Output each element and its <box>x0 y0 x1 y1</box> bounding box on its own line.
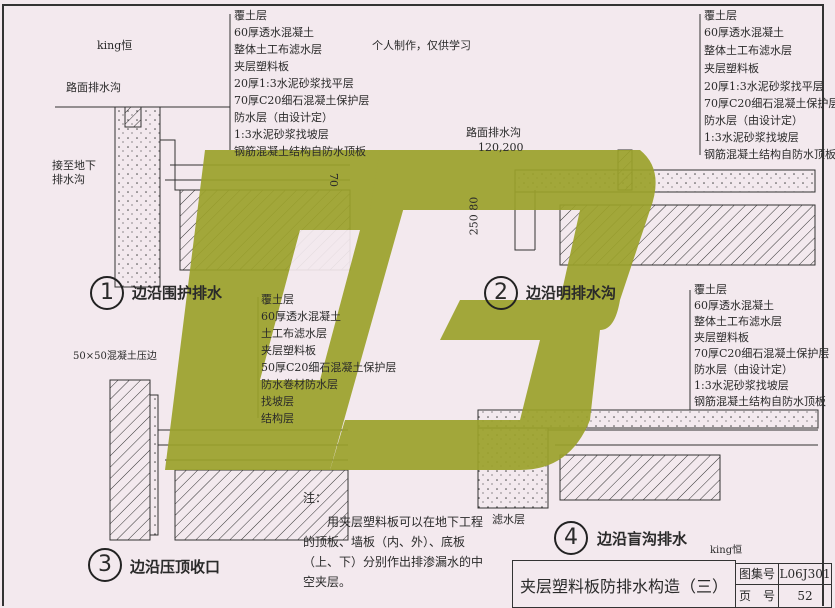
page-number-label: 页 号 <box>735 584 779 608</box>
layer-label: 20厚1:3水泥砂浆找平层 <box>234 77 354 90</box>
layer-label: 整体土工布滤水层 <box>234 43 322 56</box>
detail-number-2: 2 <box>484 276 518 310</box>
watermark-top-left: king恒 <box>97 39 133 52</box>
layer-label: 防水卷材防水层 <box>261 378 338 391</box>
layer-label: 钢筋混凝土结构自防水顶板 <box>234 145 366 158</box>
layer-label: 结构层 <box>261 412 294 425</box>
note-text: 用夹层塑料板可以在地下工程的顶板、墙板（内、外）、底板（上、下）分别作出排渗漏水… <box>303 515 484 589</box>
layer-label: 钢筋混凝土结构自防水顶板 <box>694 395 826 408</box>
layer-label: 覆土层 <box>261 293 294 306</box>
atlas-number-label: 图集号 <box>735 563 779 585</box>
side-label: 路面排水沟 <box>466 126 521 139</box>
detail1-title: 边沿围护排水 <box>132 284 223 302</box>
layer-label: 60厚透水混凝土 <box>261 310 341 323</box>
detail2-title: 边沿明排水沟 <box>526 284 617 302</box>
layer-label: 覆土层 <box>694 283 727 296</box>
layer-label: 整体土工布滤水层 <box>704 44 792 57</box>
layer-label: 覆土层 <box>234 9 267 22</box>
side-label: 50×50混凝土压边 <box>73 351 157 362</box>
detail4-title: 边沿盲沟排水 <box>597 530 688 548</box>
layer-label: 夹层塑料板 <box>261 344 316 357</box>
side-label: 排水沟 <box>52 173 85 186</box>
layer-label: 60厚透水混凝土 <box>234 26 314 39</box>
note-heading: 注： <box>303 491 328 505</box>
layer-label: 夹层塑料板 <box>704 62 759 75</box>
side-label: 接至地下 <box>52 159 96 172</box>
side-label: 路面排水沟 <box>66 81 121 94</box>
layer-label: 70厚C20细石混凝土保护层 <box>704 97 835 110</box>
layer-label: 夹层塑料板 <box>234 60 289 73</box>
layer-label: 70厚C20细石混凝土保护层 <box>234 94 370 107</box>
layer-label: 找坡层 <box>261 395 294 408</box>
layer-label: 钢筋混凝土结构自防水顶板 <box>704 148 835 161</box>
layer-label: 20厚1:3水泥砂浆找平层 <box>704 80 824 93</box>
detail3-title: 边沿压顶收口 <box>130 558 221 576</box>
layer-label: 夹层塑料板 <box>694 331 749 344</box>
drawing-frame <box>2 4 824 606</box>
layer-label: 1:3水泥砂浆找坡层 <box>234 128 329 141</box>
detail-number-4: 4 <box>554 521 588 555</box>
atlas-number-value: L06J301 <box>778 563 832 585</box>
dimension-label: 120,200 <box>478 141 524 154</box>
layer-label: 1:3水泥砂浆找坡层 <box>694 379 789 392</box>
side-label: 滤水层 <box>492 513 525 526</box>
layer-label: 60厚透水混凝土 <box>694 299 774 312</box>
page-number-value: 52 <box>778 584 832 608</box>
watermark-top-center: 个人制作，仅供学习 <box>372 39 471 52</box>
layer-label: 1:3水泥砂浆找坡层 <box>704 131 799 144</box>
layer-label: 整体土工布滤水层 <box>694 315 782 328</box>
dimension-label: 250 80 <box>467 196 481 236</box>
layer-label: 防水层（由设计定） <box>694 363 793 376</box>
layer-label: 70厚C20细石混凝土保护层 <box>694 347 830 360</box>
layer-label: 防水层（由设计定） <box>704 114 803 127</box>
layer-label: 50厚C20细石混凝土保护层 <box>261 361 397 374</box>
dimension-label: 70 <box>327 173 340 187</box>
detail-number-1: 1 <box>90 276 124 310</box>
layer-label: 60厚透水混凝土 <box>704 26 784 39</box>
layer-label: 覆土层 <box>704 9 737 22</box>
detail-number-3: 3 <box>88 548 122 582</box>
title-block: 夹层塑料板防排水构造（三） <box>512 560 736 608</box>
drawing-title: 夹层塑料板防排水构造（三） <box>519 577 728 596</box>
layer-label: 防水层（由设计定） <box>234 111 333 124</box>
watermark-bottom-right: king恒 <box>710 545 743 556</box>
layer-label: 土工布滤水层 <box>261 327 327 340</box>
